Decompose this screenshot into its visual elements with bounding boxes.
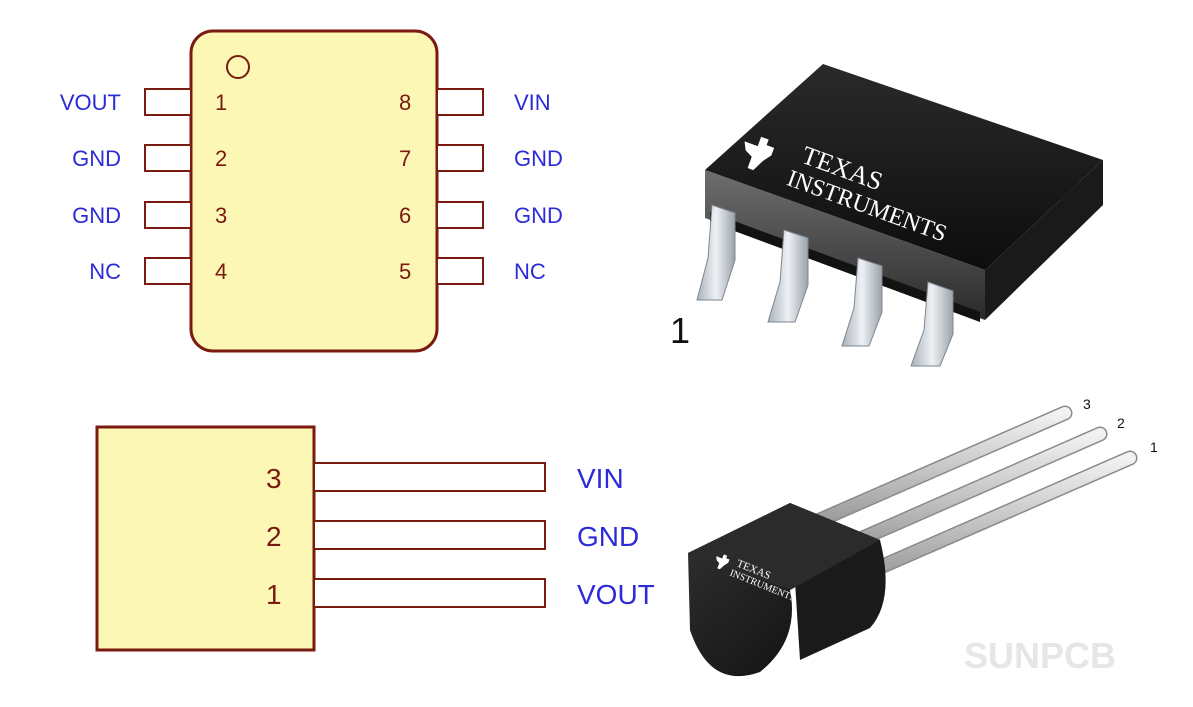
soic8-package-illustration: TEXAS INSTRUMENTS 1 xyxy=(670,64,1103,367)
pin-name: NC xyxy=(514,259,546,284)
lead-label: 2 xyxy=(1117,415,1125,431)
pin-name: GND xyxy=(514,203,563,228)
to92-schematic: 3 2 1 VIN GND VOUT xyxy=(95,425,655,652)
pin-lead xyxy=(313,520,546,550)
pin-number: 2 xyxy=(266,521,282,552)
pin-stub xyxy=(436,257,484,285)
chip-top-face xyxy=(705,64,1103,270)
pin-number: 2 xyxy=(215,146,227,171)
chip-front-face xyxy=(705,170,985,320)
pin-name: GND xyxy=(514,146,563,171)
pin-stub xyxy=(144,144,192,172)
pin-stub xyxy=(144,201,192,229)
pin-name: NC xyxy=(89,259,121,284)
pin-number: 4 xyxy=(215,259,227,284)
soic8-schematic: 1 2 3 4 VOUT GND GND NC 8 7 6 5 VIN GND … xyxy=(60,29,563,353)
ti-logo-icon xyxy=(744,136,775,171)
pin1-label: 1 xyxy=(670,310,690,351)
pin-lead xyxy=(313,462,546,492)
pin-name: GND xyxy=(72,146,121,171)
to92-flat-face xyxy=(688,503,880,590)
pin-number: 3 xyxy=(215,203,227,228)
pin1-marker-icon xyxy=(226,55,250,79)
watermark: SUNPCB xyxy=(964,635,1116,676)
soic8-left-pins: 1 2 3 4 VOUT GND GND NC xyxy=(60,88,227,285)
pin-name: VIN xyxy=(577,463,624,494)
front-leads xyxy=(696,204,954,367)
to92-body xyxy=(95,425,316,652)
pin-stub xyxy=(436,88,484,116)
chip-right-face xyxy=(985,160,1103,320)
pin-stub xyxy=(436,201,484,229)
pin-number: 1 xyxy=(266,579,282,610)
soic8-body xyxy=(189,29,439,353)
ti-logo-icon xyxy=(716,554,730,570)
pin-name: GND xyxy=(577,521,639,552)
pin-name: VIN xyxy=(514,90,551,115)
pin-lead xyxy=(313,578,546,608)
pin-stub xyxy=(436,144,484,172)
pin-number: 3 xyxy=(266,463,282,494)
lead-label: 3 xyxy=(1083,396,1091,412)
pin-stub xyxy=(144,88,192,116)
to92-package-illustration: 3 2 1 TEXAS INSTRUMENTS xyxy=(688,396,1158,677)
pin-number: 7 xyxy=(399,146,411,171)
lead-label: 1 xyxy=(1150,439,1158,455)
pin-number: 6 xyxy=(399,203,411,228)
pin-stub xyxy=(144,257,192,285)
pin-name: GND xyxy=(72,203,121,228)
pin-number: 5 xyxy=(399,259,411,284)
to92-leads xyxy=(812,405,1138,584)
pin-number: 1 xyxy=(215,90,227,115)
chip-bottom-band xyxy=(710,212,980,322)
pin-name: VOUT xyxy=(60,90,121,115)
pin-name: VOUT xyxy=(577,579,655,610)
pin-number: 8 xyxy=(399,90,411,115)
soic8-right-pins: 8 7 6 5 VIN GND GND NC xyxy=(399,88,563,285)
